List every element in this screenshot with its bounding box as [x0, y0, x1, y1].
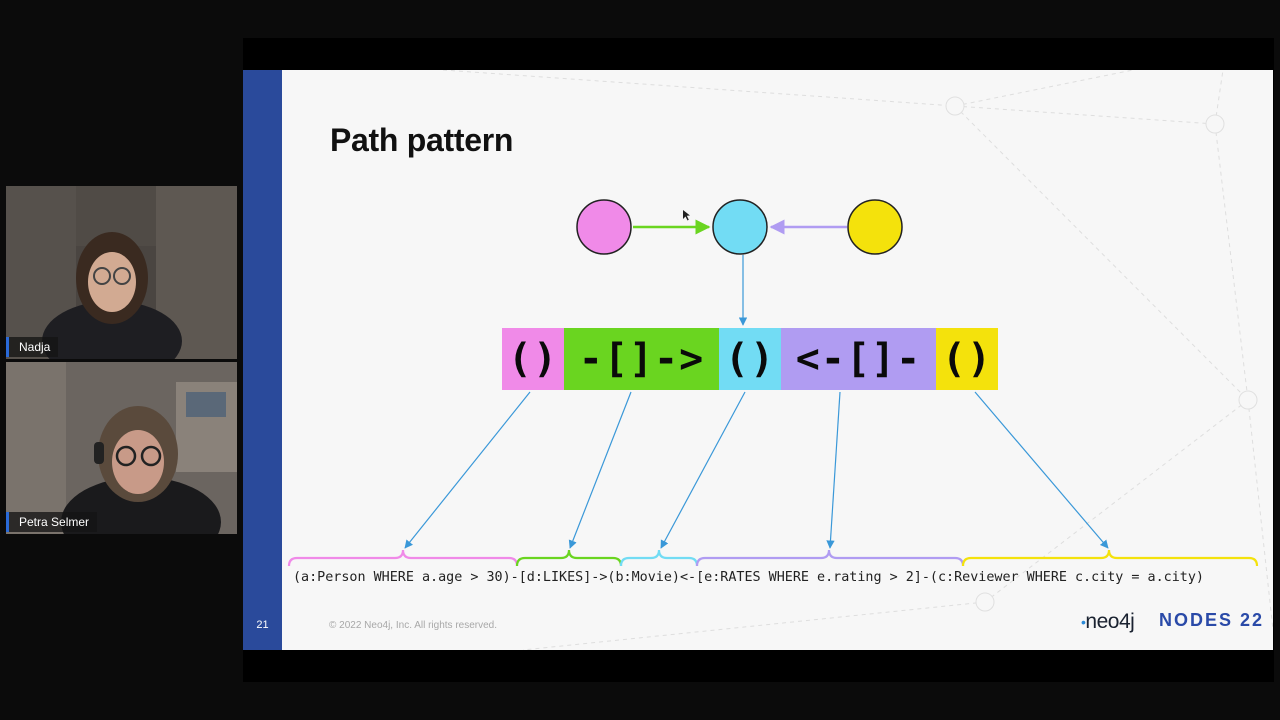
nodes22-logo: NODES 22 [1159, 610, 1265, 630]
background-network-decoration [442, 70, 1273, 650]
participant-video-nadja [6, 186, 237, 359]
query-braces [287, 549, 1259, 567]
participant-name-petra: Petra Selmer [6, 512, 98, 532]
node-reviewer [847, 199, 903, 255]
pattern-segment-rel-e: <-[]- [781, 328, 936, 390]
pattern-segment-rel-d: -[]-> [564, 328, 719, 390]
pattern-segment-node-c: () [936, 328, 998, 390]
graph-diagram [576, 199, 903, 326]
pattern-bar: () -[]-> () <-[]- () [502, 328, 998, 390]
pattern-segment-node-b: () [719, 328, 781, 390]
copyright-footer: © 2022 Neo4j, Inc. All rights reserved. [329, 620, 498, 631]
slide-title: Path pattern [330, 122, 514, 158]
pattern-segment-node-a: () [502, 328, 564, 390]
participant-tile-nadja[interactable]: Nadja [6, 186, 237, 359]
cypher-query-text: (a:Person WHERE a.age > 30)-[d:LIKES]->(… [293, 570, 1204, 585]
slide-side-bar [243, 70, 282, 650]
mouse-cursor-icon [683, 210, 690, 221]
participant-video-petra [6, 362, 237, 534]
pattern-to-query-arrows [287, 391, 1259, 567]
node-person [576, 199, 632, 255]
neo4j-logo: •neo4j [1081, 610, 1135, 633]
node-movie [712, 199, 768, 255]
slide: 21 Path pattern () -[]-> () <-[]- () [243, 70, 1273, 650]
participant-name-nadja: Nadja [6, 337, 59, 357]
participant-tile-petra[interactable]: Petra Selmer [6, 362, 237, 534]
slide-number: 21 [256, 619, 269, 631]
